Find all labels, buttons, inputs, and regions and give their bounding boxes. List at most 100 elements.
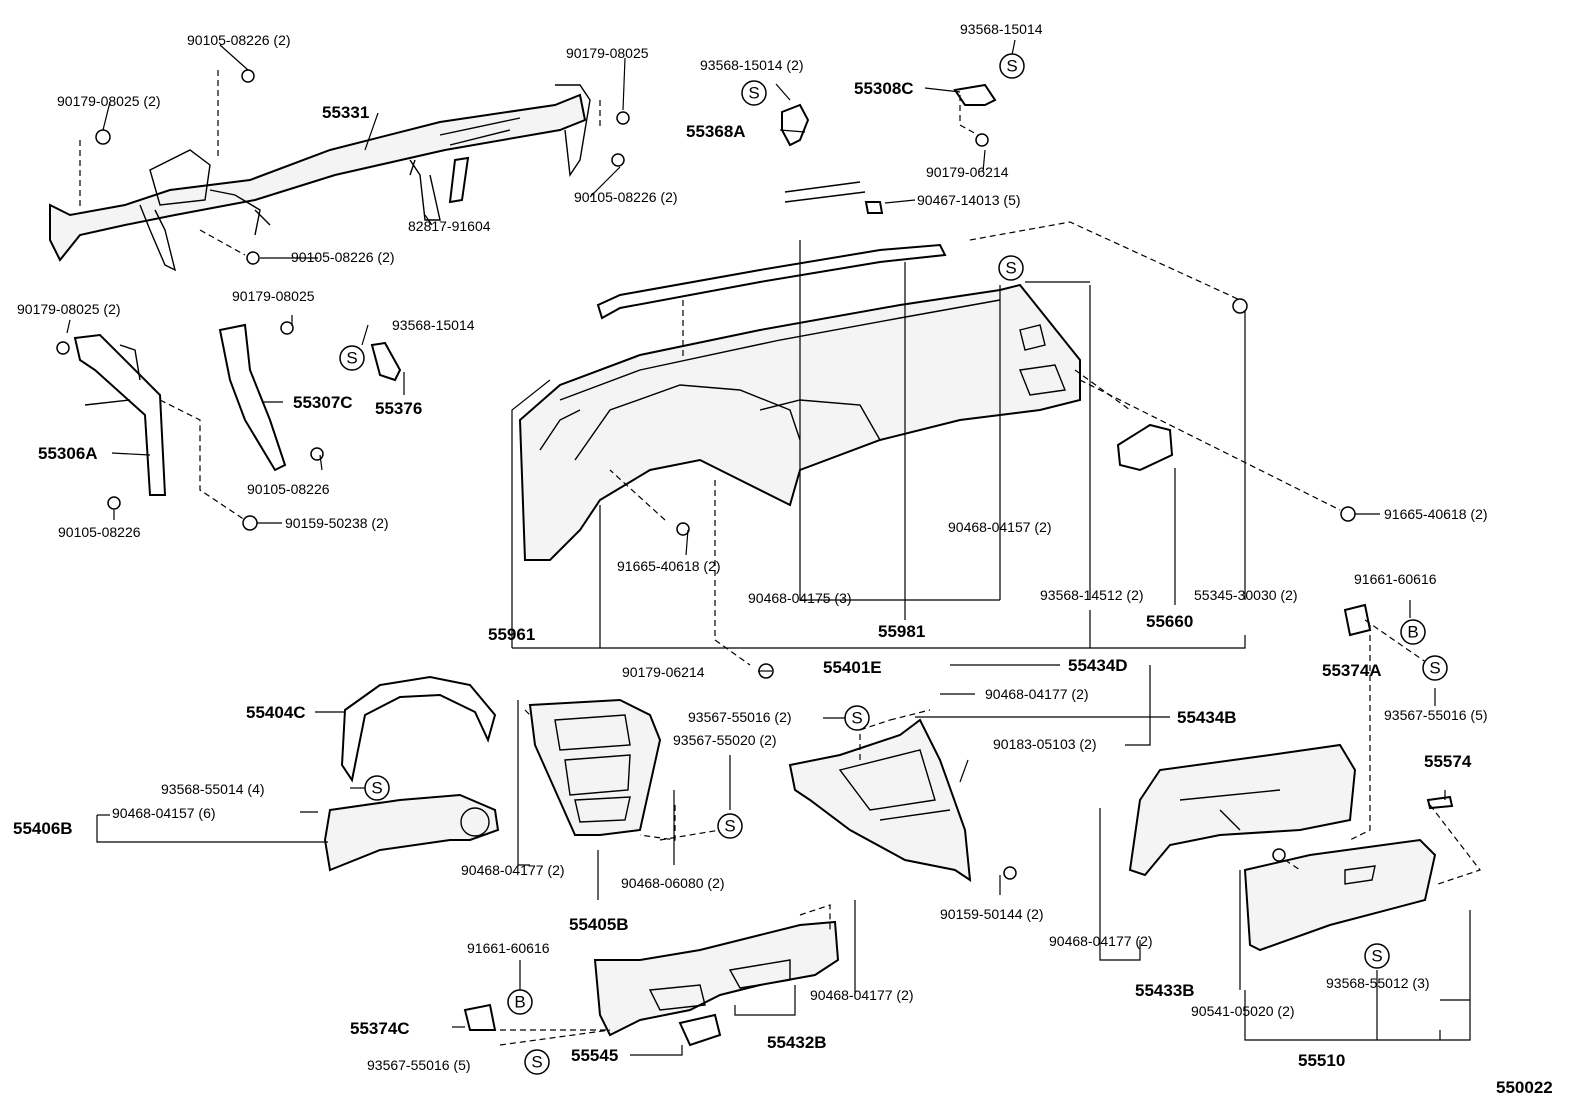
label-93567-55020: 93567-55020 (2) — [673, 732, 777, 748]
symbol-s-6 — [844, 705, 870, 731]
dashed-lines — [79, 70, 1481, 1046]
symbol-s-9-text: S — [1371, 947, 1382, 966]
label-90468-04177-d: 90468-04177 (2) — [810, 987, 914, 1003]
fastener-bolts — [56, 69, 1356, 880]
symbol-s-2 — [741, 80, 767, 106]
symbol-s-7 — [364, 775, 390, 801]
symbol-b-1 — [1400, 619, 1426, 645]
symbol-s-5-text: S — [1429, 659, 1440, 678]
label-91665-40618-mid: 91665-40618 (2) — [617, 558, 721, 574]
label-93567-55016-5-right: 93567-55016 (5) — [1384, 707, 1488, 723]
cluster-hood-55404C — [340, 675, 497, 783]
symbol-b-2-text: B — [514, 993, 525, 1012]
label-55961: 55961 — [488, 625, 535, 644]
symbol-s-5 — [1422, 655, 1448, 681]
label-90468-04157-6: 90468-04157 (6) — [112, 805, 216, 821]
label-55308C: 55308C — [854, 79, 914, 98]
label-90179-08025-b: 90179-08025 — [232, 288, 315, 304]
symbol-s-8-text: S — [724, 817, 735, 836]
symbol-s-3-text: S — [1005, 259, 1016, 278]
symbol-s-7-text: S — [371, 779, 382, 798]
small-parts-bottom — [463, 603, 1454, 1047]
leader-lines — [66, 39, 1471, 1056]
label-91665-40618-right: 91665-40618 (2) — [1384, 506, 1488, 522]
label-91661-60616-top: 91661-60616 — [1354, 571, 1437, 587]
center-cluster-55405B — [528, 698, 662, 836]
lower-panel-55432B — [593, 920, 840, 1037]
label-90183-05103: 90183-05103 (2) — [993, 736, 1097, 752]
label-55368A: 55368A — [686, 122, 746, 141]
part-labels: 90105-08226 (2) 90179-08025 93568-15014 … — [13, 21, 1553, 1097]
label-90468-04177-a: 90468-04177 (2) — [985, 686, 1089, 702]
label-55307C: 55307C — [293, 393, 353, 412]
label-90179-06214-tr: 90179-06214 — [926, 164, 1009, 180]
console-box-55434B — [788, 718, 972, 883]
label-91661-60616-b: 91661-60616 — [467, 940, 550, 956]
label-90179-08025-2-mid: 90179-08025 (2) — [17, 301, 121, 317]
bracket-55306A — [73, 333, 167, 496]
symbol-s-9 — [1364, 943, 1390, 969]
symbol-s-2-text: S — [748, 84, 759, 103]
label-90468-04177-b: 90468-04177 (2) — [461, 862, 565, 878]
label-90468-04175: 90468-04175 (3) — [748, 590, 852, 606]
symbol-s-4-text: S — [346, 349, 357, 368]
label-55574: 55574 — [1424, 752, 1472, 771]
label-55434B: 55434B — [1177, 708, 1237, 727]
label-90159-50238: 90159-50238 (2) — [285, 515, 389, 531]
label-93568-15014-tr: 93568-15014 — [960, 21, 1043, 37]
label-90179-06214-b: 90179-06214 — [622, 664, 705, 680]
label-55981: 55981 — [878, 622, 925, 641]
label-93568-15014-2: 93568-15014 (2) — [700, 57, 804, 73]
label-55345-30030: 55345-30030 (2) — [1194, 587, 1298, 603]
label-93568-55014: 93568-55014 (4) — [161, 781, 265, 797]
symbol-s-1-text: S — [1006, 57, 1017, 76]
label-55374C: 55374C — [350, 1019, 410, 1038]
label-55404C: 55404C — [246, 703, 306, 722]
symbol-s-10-text: S — [531, 1053, 542, 1072]
label-90105-08226-d: 90105-08226 — [58, 524, 141, 540]
label-93568-15014-b: 93568-15014 — [392, 317, 475, 333]
label-55376: 55376 — [375, 399, 422, 418]
label-93568-55012: 93568-55012 (3) — [1326, 975, 1430, 991]
label-90105-08226-c: 90105-08226 — [247, 481, 330, 497]
label-90179-08025-2-left: 90179-08025 (2) — [57, 93, 161, 109]
side-vent — [1116, 423, 1174, 472]
symbol-s-10 — [524, 1049, 550, 1075]
lower-cover-55406B — [323, 793, 500, 872]
label-55434D: 55434D — [1068, 656, 1128, 675]
label-90105-08226-2-mid: 90105-08226 (2) — [291, 249, 395, 265]
label-55374A: 55374A — [1322, 661, 1382, 680]
label-55660: 55660 — [1146, 612, 1193, 631]
label-55433B: 55433B — [1135, 981, 1195, 1000]
small-brackets-top — [781, 83, 997, 214]
label-55432B: 55432B — [767, 1033, 827, 1052]
circled-symbols: S S S S B S S S S S B S — [339, 53, 1448, 1075]
label-93567-55016-2: 93567-55016 (2) — [688, 709, 792, 725]
steering-support-beam — [49, 84, 591, 272]
label-82817-91604: 82817-91604 — [408, 218, 491, 234]
symbol-s-1 — [999, 53, 1025, 79]
symbol-s-3 — [998, 255, 1024, 281]
bracket-55376 — [370, 341, 402, 382]
label-90105-08226-top: 90105-08226 (2) — [187, 32, 291, 48]
defroster-garnish — [596, 181, 947, 320]
glove-box-door-55433B — [1128, 743, 1357, 877]
symbol-b-1-text: B — [1407, 623, 1418, 642]
glove-box-55510 — [1243, 838, 1437, 952]
bracket-55307C — [218, 323, 287, 472]
symbol-s-6-text: S — [851, 709, 862, 728]
symbol-b-2 — [507, 989, 533, 1015]
label-90159-50144: 90159-50144 (2) — [940, 906, 1044, 922]
label-90467-14013: 90467-14013 (5) — [917, 192, 1021, 208]
symbol-s-8 — [717, 813, 743, 839]
symbol-s-4 — [339, 345, 365, 371]
label-55306A: 55306A — [38, 444, 98, 463]
label-55331: 55331 — [322, 103, 369, 122]
label-55545: 55545 — [571, 1046, 618, 1065]
label-90468-06080: 90468-06080 (2) — [621, 875, 725, 891]
label-55510: 55510 — [1298, 1051, 1345, 1070]
label-55401E: 55401E — [823, 658, 882, 677]
label-55405B: 55405B — [569, 915, 629, 934]
label-90179-08025-top: 90179-08025 — [566, 45, 649, 61]
